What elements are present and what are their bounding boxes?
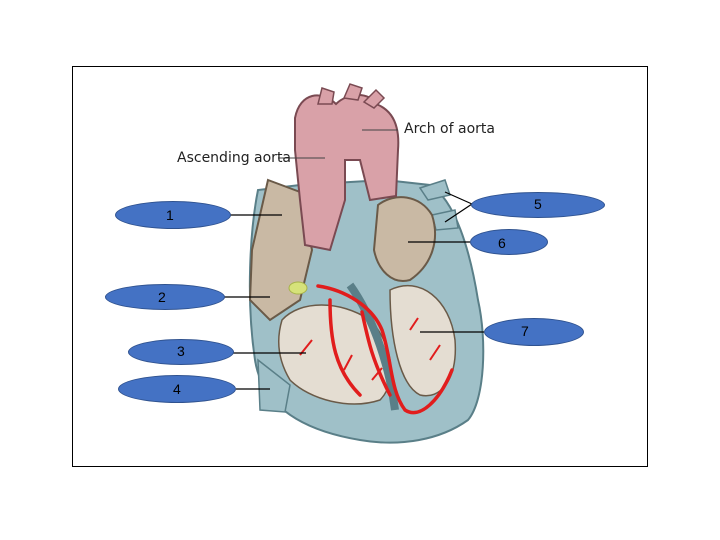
label-oval-2: 2 [105, 284, 225, 310]
leader-line-5a [444, 191, 473, 205]
septum [346, 282, 399, 411]
label-oval-5: 5 [471, 192, 605, 218]
aortic-branches [317, 83, 386, 109]
label-number-1: 1 [166, 207, 174, 223]
label-number-4: 4 [173, 381, 181, 397]
label-oval-6: 6 [470, 229, 548, 255]
label-oval-1: 1 [115, 201, 231, 229]
conduction-branches [299, 317, 441, 381]
label-oval-4: 4 [118, 375, 236, 403]
annotation-arch-of-aorta: Arch of aorta [404, 121, 495, 137]
conduction-pathway [316, 284, 454, 415]
leader-line-5b [444, 203, 473, 223]
label-number-2: 2 [158, 289, 166, 305]
label-number-6: 6 [498, 235, 506, 251]
left-atrium [372, 196, 436, 282]
label-oval-3: 3 [128, 339, 234, 365]
inferior-vena-cava [257, 358, 291, 413]
label-number-7: 7 [521, 323, 529, 339]
annotation-ascending-aorta: Ascending aorta [177, 150, 292, 166]
sa-node [288, 281, 308, 295]
label-number-3: 3 [177, 343, 185, 359]
label-oval-7: 7 [484, 318, 584, 346]
label-number-5: 5 [534, 196, 542, 212]
